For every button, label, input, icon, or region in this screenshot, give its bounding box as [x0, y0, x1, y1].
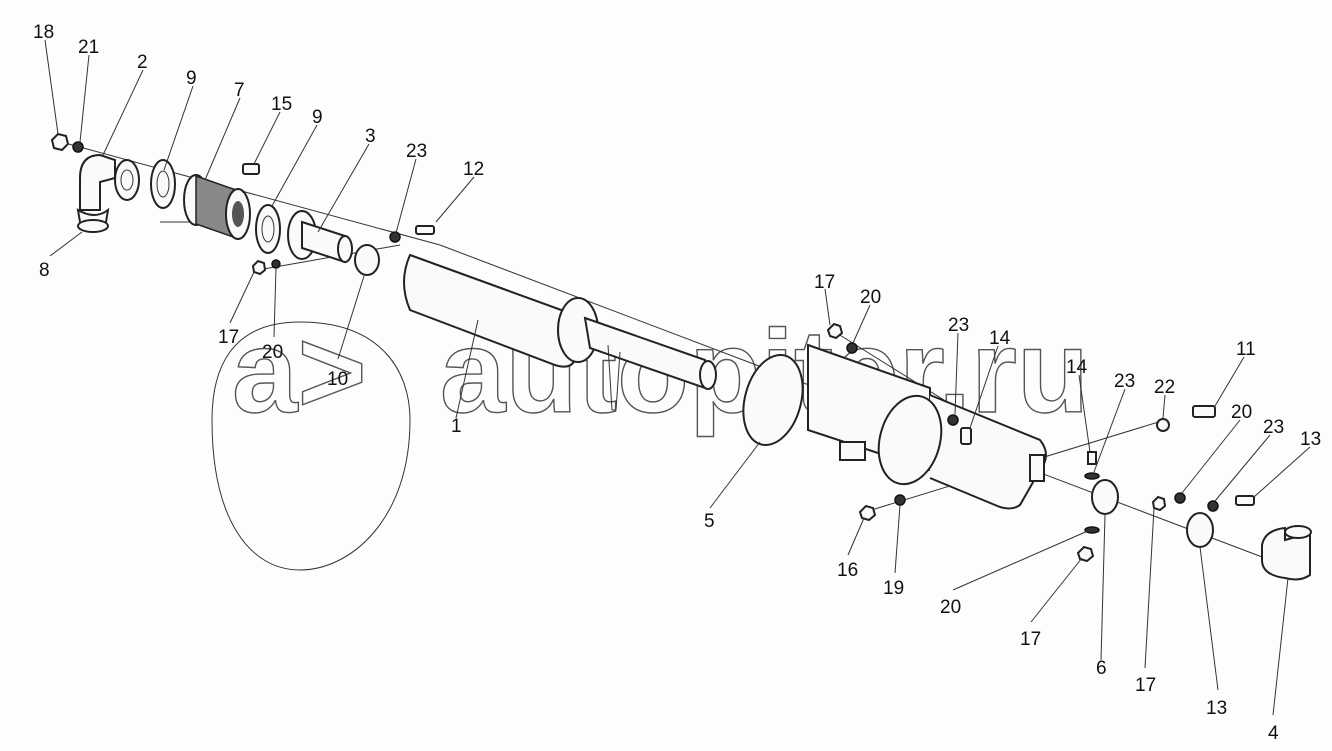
inlet-elbow [76, 153, 140, 233]
callout-16: 16 [837, 560, 858, 581]
bolt-15-shape [242, 163, 260, 175]
callout-17c: 17 [1020, 629, 1041, 650]
callout-3: 3 [365, 126, 376, 147]
callout-17d: 17 [1135, 675, 1156, 696]
clamp-11-shape [354, 244, 380, 276]
washer-21-shape [72, 141, 84, 153]
callout-5: 5 [704, 511, 715, 532]
callout-7: 7 [234, 80, 245, 101]
callout-1: 1 [451, 416, 462, 437]
callout-20b: 20 [860, 287, 881, 308]
callout-21: 21 [78, 37, 99, 58]
callout-20a: 20 [262, 342, 283, 363]
callout-15: 15 [271, 94, 292, 115]
callout-2: 2 [137, 52, 148, 73]
callout-10: 13 [1206, 698, 1227, 719]
muffler-shape [403, 253, 717, 411]
callout-18: 18 [33, 22, 54, 43]
callout-12: 11 [1236, 339, 1256, 360]
callout-8: 8 [39, 260, 50, 281]
watermark-logo-outline [211, 321, 411, 571]
clamp-10-shape [1186, 512, 1214, 548]
gasket-9a-shape [150, 159, 176, 209]
callout-23b: 23 [948, 315, 969, 336]
callout-23d: 23 [1263, 417, 1284, 438]
callout-14b: 14 [1066, 357, 1088, 378]
watermark-logo-text: a> [232, 306, 367, 438]
heat-shield-shape [742, 343, 1047, 510]
flex-bellows-shape [183, 174, 251, 240]
callout-6: 6 [1096, 658, 1107, 679]
callout-23a: 23 [406, 141, 427, 162]
callout-9a: 9 [186, 68, 197, 89]
callout-13b: 13 [1300, 429, 1321, 450]
callout-17b: 17 [814, 272, 835, 293]
callout-23c: 23 [1114, 371, 1135, 392]
callout-19: 19 [883, 578, 904, 599]
leader-lines [44, 39, 1311, 716]
callout-17a: 17 [218, 327, 239, 348]
clamp-6-shape [1091, 479, 1119, 515]
callout-labels: 18 21 2 9 7 15 9 3 23 12 8 17 20 10 1 5 … [33, 22, 1321, 744]
nut-18-shape [50, 132, 70, 152]
callout-22: 22 [1154, 377, 1175, 398]
outlet-elbow-shape [1261, 525, 1312, 581]
callout-20c: 20 [1231, 402, 1252, 423]
callout-20d: 20 [940, 597, 961, 618]
pipe-shape [287, 210, 353, 264]
gasket-9b-shape [255, 204, 281, 254]
clamp-8 [77, 219, 109, 233]
callout-4: 4 [1268, 723, 1279, 744]
callout-9b: 9 [312, 107, 323, 128]
callout-11: 10 [327, 369, 348, 390]
callout-13a: 12 [463, 159, 484, 180]
callout-14a: 14 [989, 328, 1011, 349]
